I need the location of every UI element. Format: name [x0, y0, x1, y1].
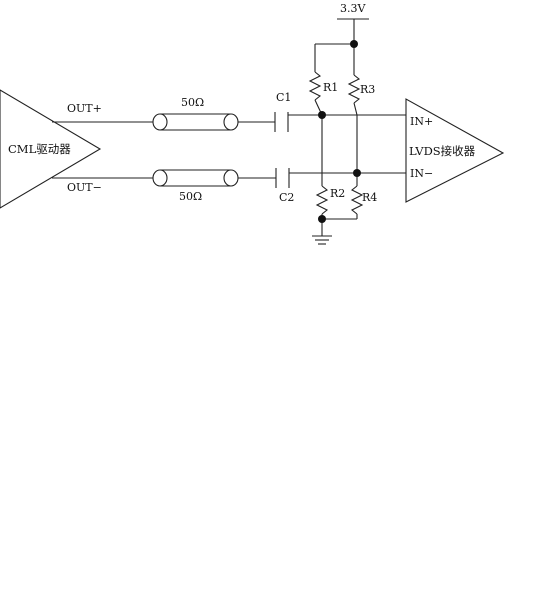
- resistor-r1: [308, 71, 322, 101]
- lvds-receiver-label: LVDS接收器: [409, 144, 476, 158]
- resistor-r4: [350, 185, 364, 215]
- r1-label: R1: [323, 81, 338, 94]
- supply-label: 3.3V: [340, 2, 366, 15]
- tl-bottom-impedance-label: 50Ω: [179, 190, 202, 203]
- junction-dot-ground: [318, 215, 326, 223]
- out-pos-label: OUT+: [67, 102, 102, 115]
- transmission-line-bottom: [152, 169, 239, 187]
- capacitor-c2: [275, 168, 290, 188]
- lvds-receiver-symbol: [405, 98, 505, 203]
- r3-bottom-lead-a: [353, 102, 358, 116]
- junction-dot-in-pos: [318, 111, 326, 119]
- c2-label: C2: [279, 191, 294, 204]
- resistor-r3: [347, 74, 361, 104]
- out-neg-label: OUT−: [67, 181, 102, 194]
- r4-label: R4: [362, 191, 377, 204]
- transmission-line-top: [152, 113, 239, 131]
- cml-driver-label: CML驱动器: [8, 142, 71, 156]
- c1-label: C1: [276, 91, 291, 104]
- junction-dot-supply: [350, 40, 358, 48]
- r2-label: R2: [330, 187, 345, 200]
- tl-top-impedance-label: 50Ω: [181, 96, 204, 109]
- in-pos-label: IN+: [410, 115, 433, 128]
- cml-driver-symbol: [0, 89, 102, 209]
- r3-label: R3: [360, 83, 375, 96]
- in-neg-label: IN−: [410, 167, 433, 180]
- resistor-r2: [315, 185, 329, 215]
- capacitor-c1: [274, 112, 289, 132]
- junction-dot-in-neg: [353, 169, 361, 177]
